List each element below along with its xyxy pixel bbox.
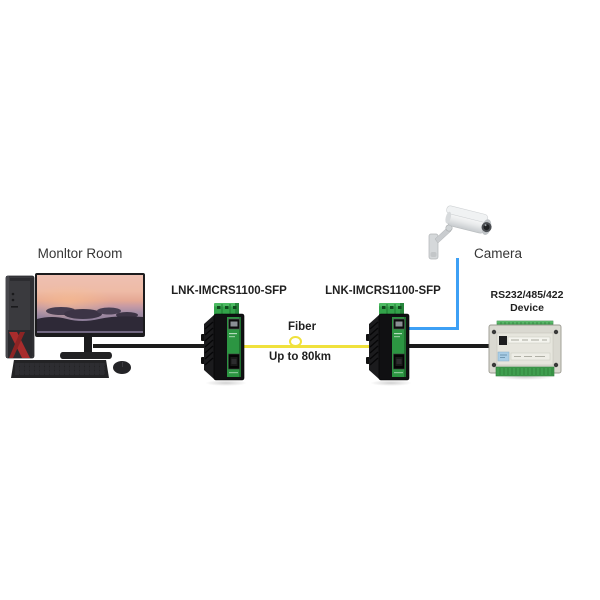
converter-left-label: LNK-IMCRS1100-SFP — [171, 285, 287, 297]
ip-camera — [428, 205, 492, 260]
camera-cable-horizontal — [402, 327, 459, 330]
serial-device — [488, 320, 562, 377]
cable-pc-to-converter-left — [93, 344, 210, 348]
keyboard-keys — [15, 363, 105, 375]
converter-right-shadow — [370, 380, 412, 386]
monitor — [35, 273, 145, 337]
converter-left-shadow — [205, 380, 247, 386]
serial-device-shadow — [495, 374, 555, 380]
cable-converter-right-to-device — [402, 344, 492, 348]
converter-right-label: LNK-IMCRS1100-SFP — [325, 285, 441, 297]
serial-device-label: RS232/485/422 Device — [479, 289, 575, 315]
fiber-label: Fiber — [287, 321, 317, 333]
pc-tower — [5, 275, 35, 359]
keyboard — [11, 360, 109, 378]
mouse — [113, 361, 131, 374]
media-converter-right — [365, 302, 410, 381]
media-converter-left — [200, 302, 245, 381]
monitor-room-label: Monltor Room — [37, 246, 123, 261]
serial-device-label-line2: Device — [510, 302, 544, 314]
monitor-screen-image — [37, 275, 143, 333]
fiber-cable-line — [242, 345, 370, 348]
serial-device-label-line1: RS232/485/422 — [490, 289, 564, 301]
monitor-stand-base — [60, 352, 112, 359]
monitor-stand-neck — [84, 337, 92, 354]
fiber-loop-icon — [289, 336, 302, 347]
camera-cable-vertical — [456, 258, 459, 330]
fiber-distance-label: Up to 80km — [269, 351, 331, 363]
camera-label: Camera — [473, 246, 522, 261]
